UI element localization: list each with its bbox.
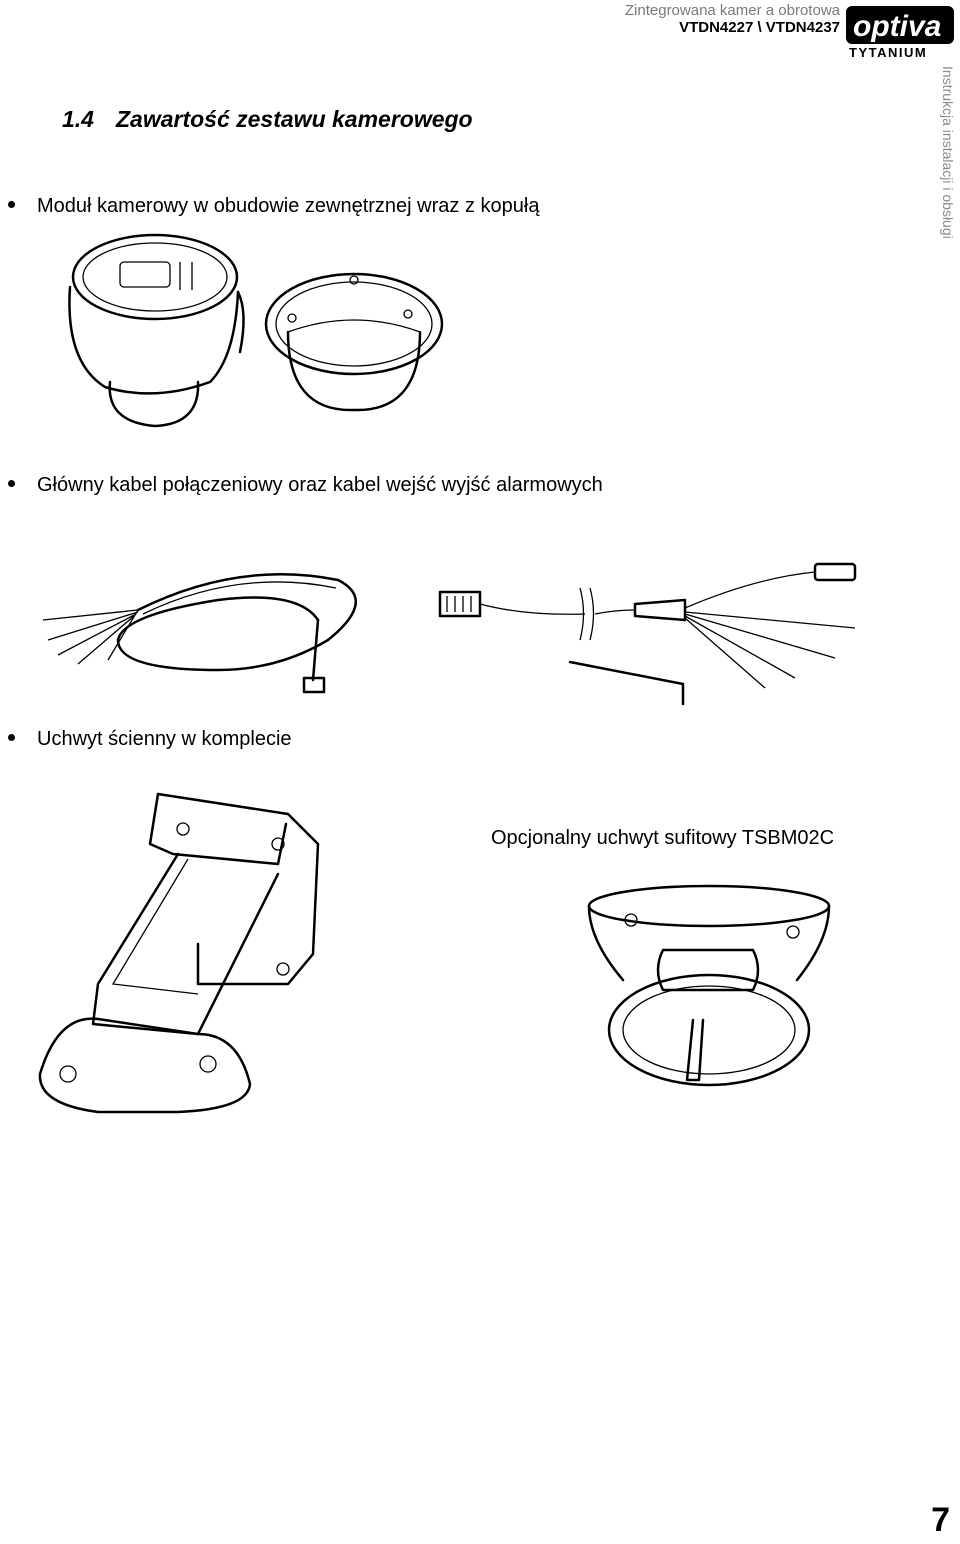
page-number: 7 — [931, 1501, 950, 1539]
header-subtitle: Zintegrowana kamer a obrotowa — [624, 2, 840, 19]
wall-bracket-illustration — [38, 792, 320, 1114]
main-cable-illustration — [42, 573, 357, 694]
dome-cover-illustration — [264, 272, 444, 412]
section-number: 1.4 — [62, 106, 94, 132]
section-title: Zawartość zestawu kamerowego — [115, 106, 473, 132]
svg-text:TYTANIUM: TYTANIUM — [849, 45, 927, 60]
svg-text:optiva: optiva — [853, 10, 941, 43]
bullet-icon — [8, 201, 15, 209]
optiva-logo: optiva TYTANIUM — [846, 6, 954, 60]
list-item-wall-bracket: Uchwyt ścienny w komplecie — [8, 728, 292, 751]
camera-module-illustration — [68, 233, 245, 428]
list-item-camera-module: Moduł kamerowy w obudowie zewnętrznej wr… — [8, 195, 539, 218]
header-model-numbers: VTDN4227 \ VTDN4237 — [679, 19, 840, 36]
alarm-cable-illustration — [438, 562, 857, 706]
bullet-icon — [8, 734, 15, 742]
side-running-title: Instrukcja instalacji i obsługi — [940, 66, 956, 239]
section-heading: 1.4 Zawartość zestawu kamerowego — [62, 106, 473, 133]
bullet-icon — [8, 480, 15, 488]
list-item-cables: Główny kabel połączeniowy oraz kabel wej… — [8, 474, 603, 497]
ceiling-mount-illustration — [587, 884, 831, 1087]
optional-ceiling-mount-label: Opcjonalny uchwyt sufitowy TSBM02C — [491, 827, 835, 849]
